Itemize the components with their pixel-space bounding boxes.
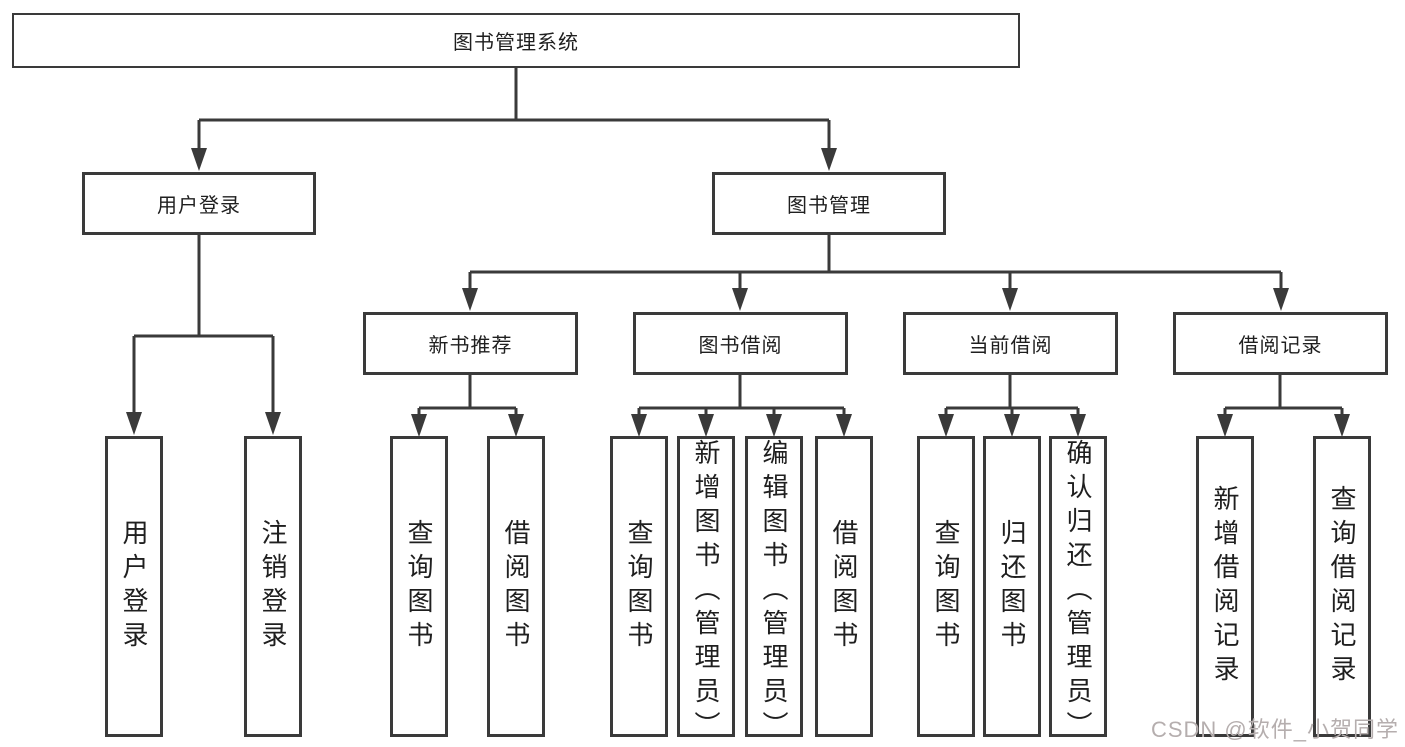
leaf-query-books-3: 查询图书 [917,436,975,737]
node-book-management: 图书管理 [712,172,946,235]
node-book-borrow: 图书借阅 [633,312,848,375]
arrowhead-icons [126,148,1350,437]
node-current-borrow: 当前借阅 [903,312,1118,375]
leaf-add-borrow-record: 新增借阅记录 [1196,436,1254,737]
node-library-management-system: 图书管理系统 [12,13,1020,68]
leaf-user-login: 用户登录 [105,436,163,737]
leaf-borrow-books-2: 借阅图书 [815,436,873,737]
leaf-borrow-books: 借阅图书 [487,436,545,737]
leaf-query-borrow-record: 查询借阅记录 [1313,436,1371,737]
node-borrow-records: 借阅记录 [1173,312,1388,375]
leaf-edit-books-admin: 编辑图书（管理员） [745,436,803,745]
node-user-login: 用户登录 [82,172,316,235]
leaf-query-books-2: 查询图书 [610,436,668,737]
csdn-watermark: CSDN @软件_小贺同学 [1150,717,1399,742]
node-new-book-recommend: 新书推荐 [363,312,578,375]
leaf-logout: 注销登录 [244,436,302,737]
leaf-confirm-return-admin: 确认归还（管理员） [1049,436,1107,745]
leaf-return-books: 归还图书 [983,436,1041,737]
leaf-add-books-admin: 新增图书（管理员） [677,436,735,745]
leaf-query-books: 查询图书 [390,436,448,737]
